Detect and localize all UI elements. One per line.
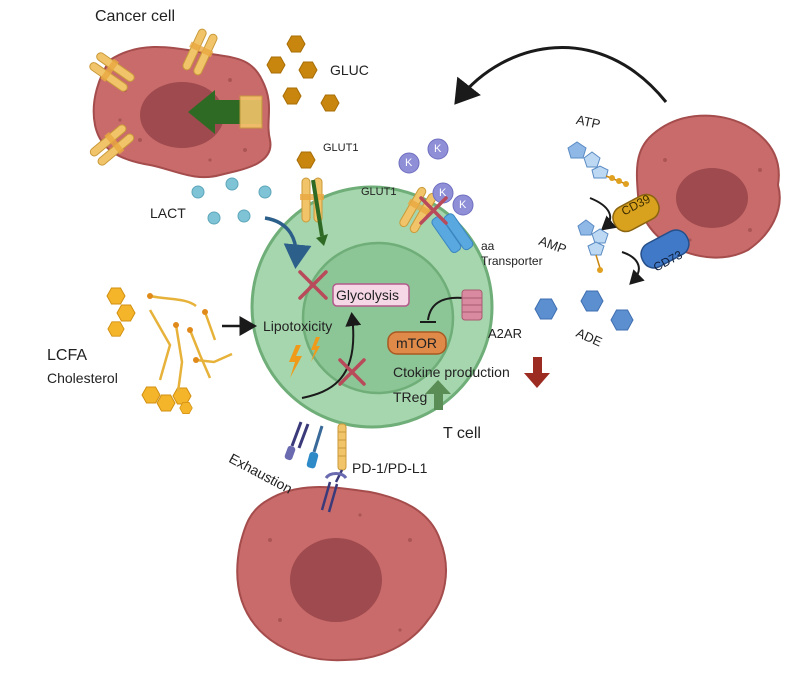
atp-to-amp-arrow (589, 197, 617, 231)
glut1-top-label: GLUT1 (323, 142, 359, 154)
inhibit-x-k (419, 196, 448, 225)
gluc-label: GLUC (330, 62, 369, 78)
cancer-cell-right (635, 114, 781, 259)
aa-transporter (431, 213, 474, 254)
mtor-box (387, 331, 447, 355)
glut1-transporter-top (299, 177, 328, 246)
k-ion-label: K (459, 199, 467, 211)
t-cell-label: T cell (443, 425, 481, 442)
up-arrow-treg (425, 380, 451, 410)
a2ar-label: A2AR (488, 326, 522, 341)
down-arrow-cytokine (524, 357, 550, 388)
transporter-label: Transporter (481, 254, 543, 268)
lact-arrow (264, 216, 312, 269)
treg-label: TReg (393, 389, 428, 405)
inhibit-x-inner (338, 358, 366, 386)
atp-molecule (567, 141, 629, 187)
cholesterol-label: Cholesterol (47, 370, 118, 386)
aa-label: aa (481, 239, 495, 253)
inner-cycle-arrow (301, 312, 362, 399)
inhibit-x-lact (298, 270, 328, 300)
lcfa-molecules (106, 287, 233, 414)
glucose-uptake-arrow (188, 90, 263, 134)
exhaustion-receptors (284, 421, 324, 469)
cancer-cell-top-left (92, 46, 272, 179)
a2ar-receptor (461, 289, 483, 321)
ade-hexagons (534, 290, 634, 331)
k-ion-label: K (405, 157, 413, 169)
mtor-label: mTOR (396, 335, 437, 351)
k-ion-label: K (439, 187, 447, 199)
lightning-icons (289, 337, 320, 378)
amp-molecule (577, 219, 609, 273)
t-cell (250, 185, 494, 429)
ctokine-production-label: Ctokine production (393, 364, 510, 380)
lcfa-label: LCFA (47, 347, 88, 364)
cancer-cell-bottom (236, 486, 447, 662)
cd73-enzyme (640, 229, 690, 269)
glut1-right-label: GLUT1 (361, 186, 397, 198)
glycolysis-box (332, 283, 410, 307)
curved-arrow-top (454, 46, 668, 105)
cancer-cell-label: Cancer cell (95, 8, 176, 25)
k-ion-label: K (434, 143, 442, 155)
lipotoxicity-label: Lipotoxicity (263, 318, 333, 334)
pd1-pdl1-label: PD-1/PD-L1 (352, 460, 428, 476)
glycolysis-label: Glycolysis (336, 287, 400, 303)
k-ions (398, 138, 474, 216)
lact-label: LACT (150, 205, 186, 221)
a2ar-inhibit-line (427, 296, 465, 321)
amp-to-ade-arrow (621, 251, 645, 285)
lact-dots (191, 177, 272, 225)
pd1-pdl1-receptor (320, 423, 348, 513)
